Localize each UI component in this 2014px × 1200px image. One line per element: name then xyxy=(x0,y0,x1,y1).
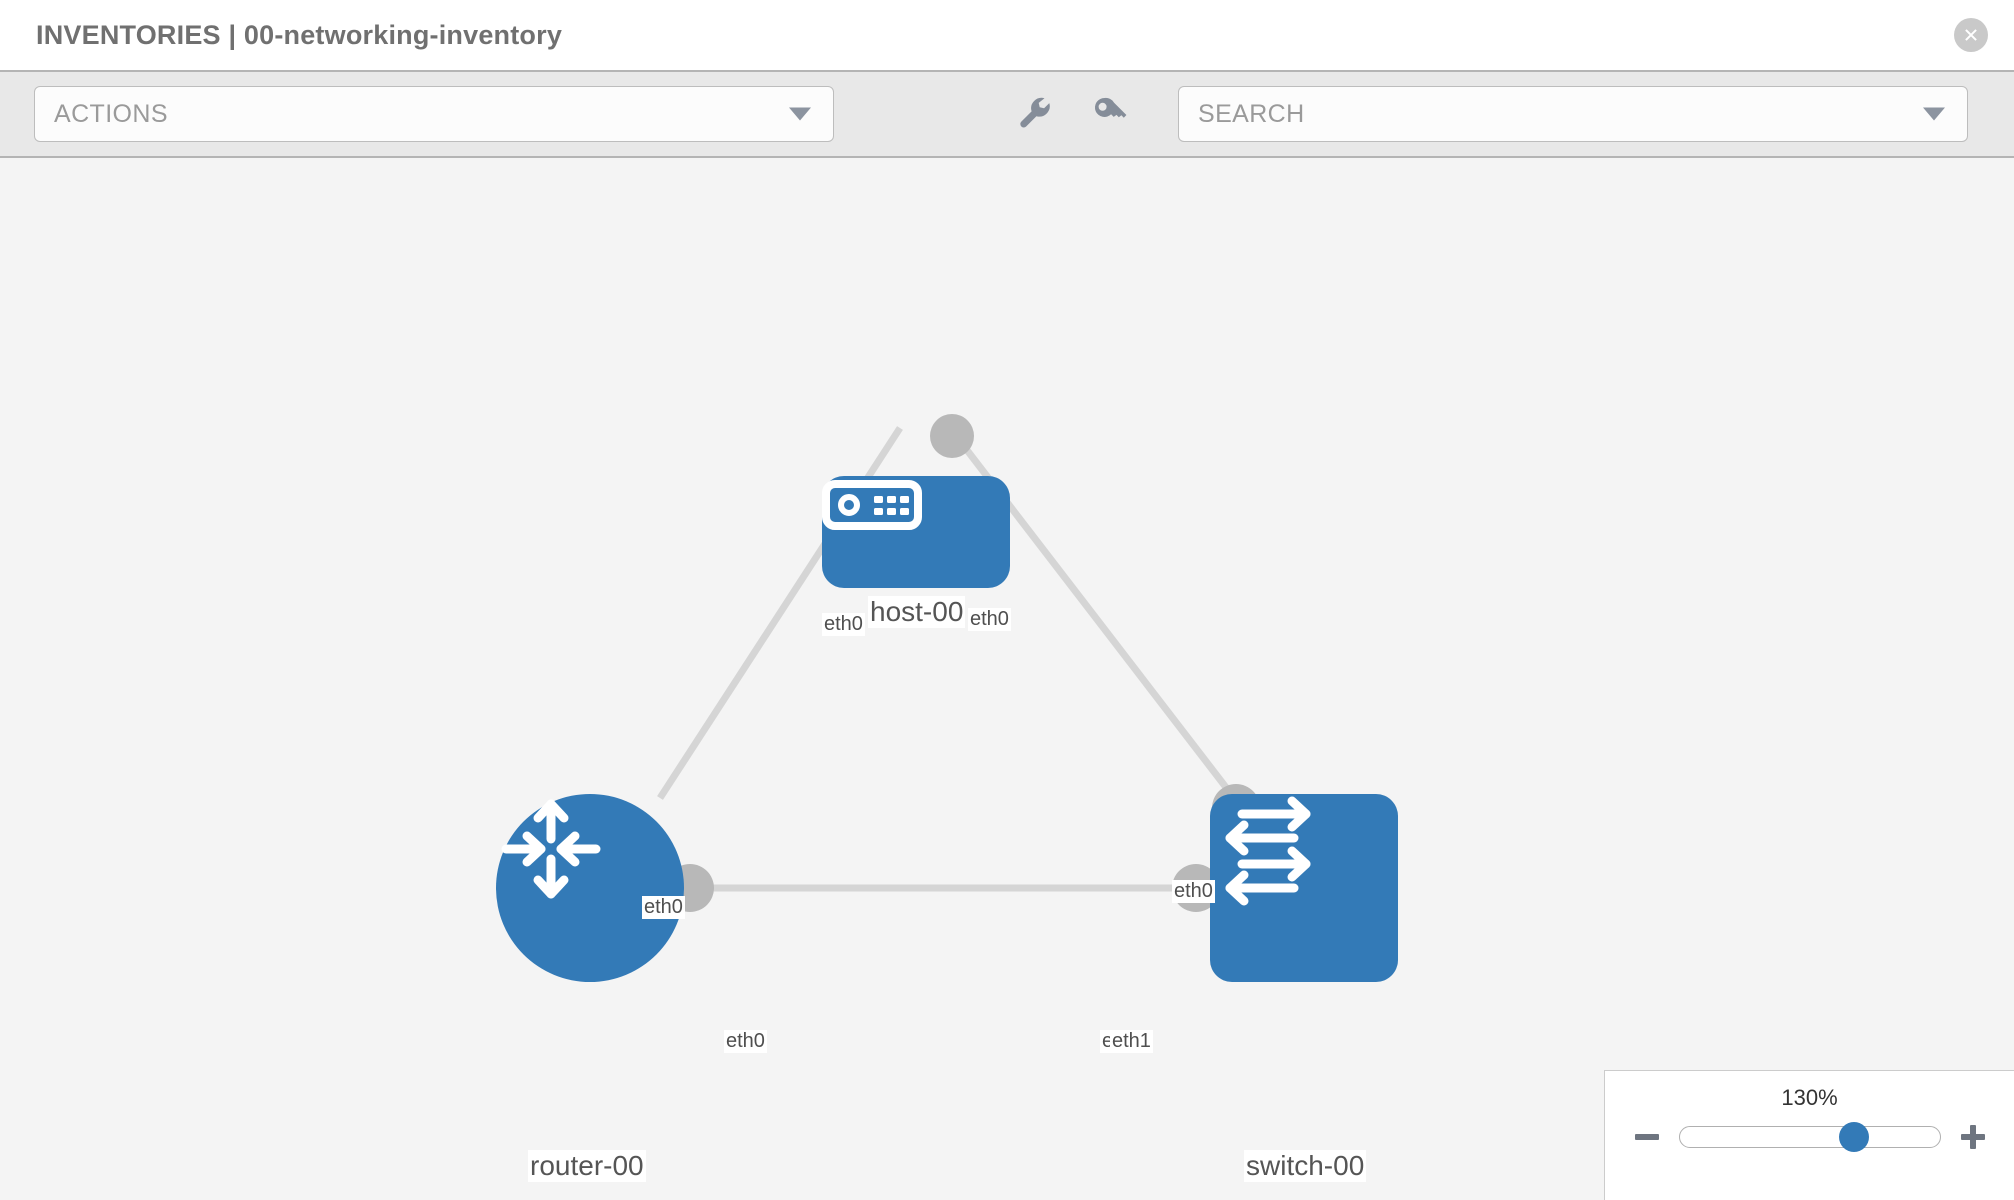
close-icon[interactable] xyxy=(1954,18,1988,52)
zoom-slider-thumb[interactable] xyxy=(1838,1122,1869,1152)
topology-canvas[interactable]: host-00 eth0 eth0 xyxy=(0,158,2014,1200)
node-host-00[interactable] xyxy=(822,476,1010,588)
node-router-00[interactable] xyxy=(496,794,684,982)
chevron-down-icon xyxy=(789,107,811,121)
topology-graph: host-00 eth0 eth0 xyxy=(0,158,2014,1200)
server-icon xyxy=(822,480,922,530)
topology-links-layer xyxy=(657,414,1260,912)
zoom-level-value: 130% xyxy=(1781,1085,1838,1110)
zoom-in-button[interactable] xyxy=(1959,1123,1987,1151)
zoom-out-button[interactable] xyxy=(1633,1123,1661,1151)
iface-dot-host-south[interactable] xyxy=(930,414,974,458)
actions-dropdown[interactable]: ACTIONS xyxy=(34,86,834,142)
wrench-icon[interactable] xyxy=(1014,92,1054,137)
router-arrows-icon xyxy=(501,799,601,899)
key-icon[interactable] xyxy=(1090,92,1130,137)
chevron-down-icon[interactable] xyxy=(1923,107,1945,121)
actions-dropdown-label: ACTIONS xyxy=(54,99,168,128)
search-placeholder: SEARCH xyxy=(1198,99,1305,128)
toolbar: ACTIONS SEARCH xyxy=(0,70,2014,158)
plus-icon-vertical xyxy=(1969,1125,1976,1149)
zoom-panel: 130% xyxy=(1604,1070,2014,1200)
node-switch-00[interactable] xyxy=(1210,794,1398,982)
page-header: INVENTORIES | 00-networking-inventory xyxy=(0,0,2014,70)
search-input[interactable]: SEARCH xyxy=(1178,86,1968,142)
zoom-controls xyxy=(1605,1122,2014,1152)
page-title: INVENTORIES | 00-networking-inventory xyxy=(36,19,563,50)
toolbar-icon-group xyxy=(1014,92,1130,137)
switch-arrows-icon xyxy=(1225,796,1311,906)
minus-icon xyxy=(1634,1134,1659,1140)
zoom-slider[interactable] xyxy=(1678,1122,1941,1152)
